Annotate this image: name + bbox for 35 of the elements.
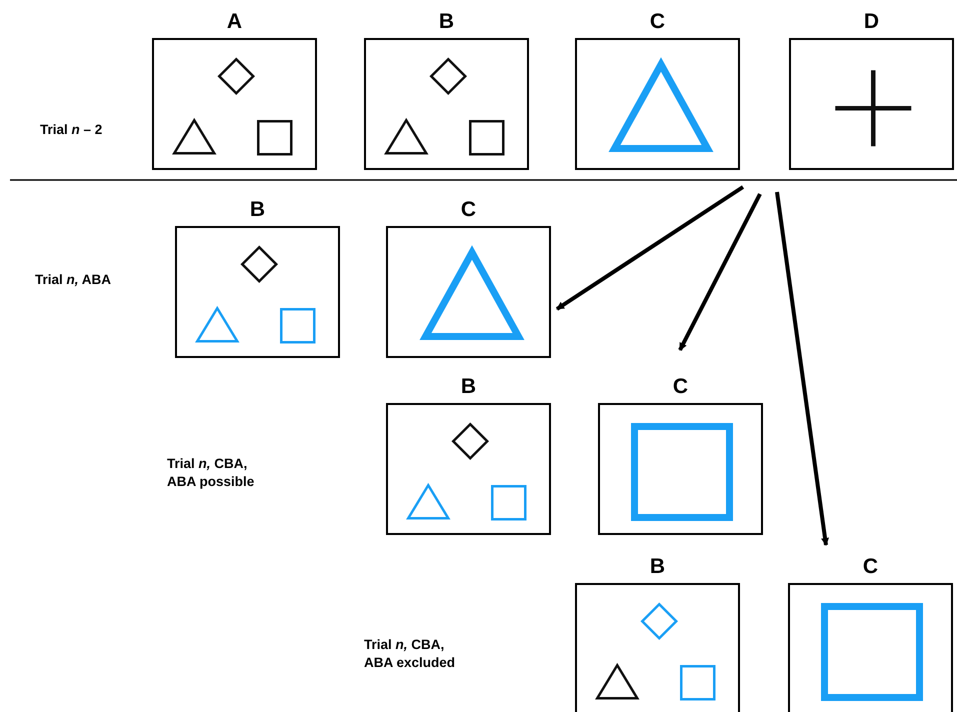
triangle-shape: [196, 306, 238, 342]
triangle-shape: [406, 484, 450, 520]
diamond-shape: [640, 602, 678, 640]
row-label: Trial n, ABA: [35, 271, 112, 289]
panel-letter: B: [648, 555, 666, 579]
row-label: Trial n – 2: [40, 121, 102, 139]
cross-shape: [832, 68, 914, 148]
diamond-shape: [218, 58, 254, 94]
diamond-shape: [240, 246, 278, 282]
diamond-shape: [430, 58, 466, 94]
panel-letter: D: [862, 10, 880, 34]
square-shape: [256, 120, 292, 156]
arrow: [775, 192, 829, 546]
panel-letter: C: [672, 375, 690, 399]
panel-letter: B: [460, 375, 478, 399]
arrow: [556, 185, 744, 311]
triangle-shape: [596, 664, 638, 700]
square-shape: [630, 422, 732, 520]
row-label: Trial n, CBA, ABA excluded: [364, 636, 456, 672]
square-shape: [490, 484, 526, 520]
square-shape: [280, 308, 316, 344]
panel-letter: C: [862, 555, 880, 579]
diamond-shape: [452, 422, 488, 460]
panel-letter: B: [248, 198, 266, 222]
panel-letter: A: [226, 10, 244, 34]
square-shape: [680, 664, 716, 700]
triangle-shape: [172, 118, 216, 154]
panel-letter: B: [438, 10, 456, 34]
panel-letter: C: [648, 10, 666, 34]
square-shape: [468, 120, 504, 156]
panel-letter: C: [460, 198, 478, 222]
arrow: [678, 193, 762, 351]
row-label: Trial n, CBA, ABA possible: [167, 455, 256, 491]
square-shape: [820, 602, 922, 700]
triangle-shape: [384, 118, 428, 154]
